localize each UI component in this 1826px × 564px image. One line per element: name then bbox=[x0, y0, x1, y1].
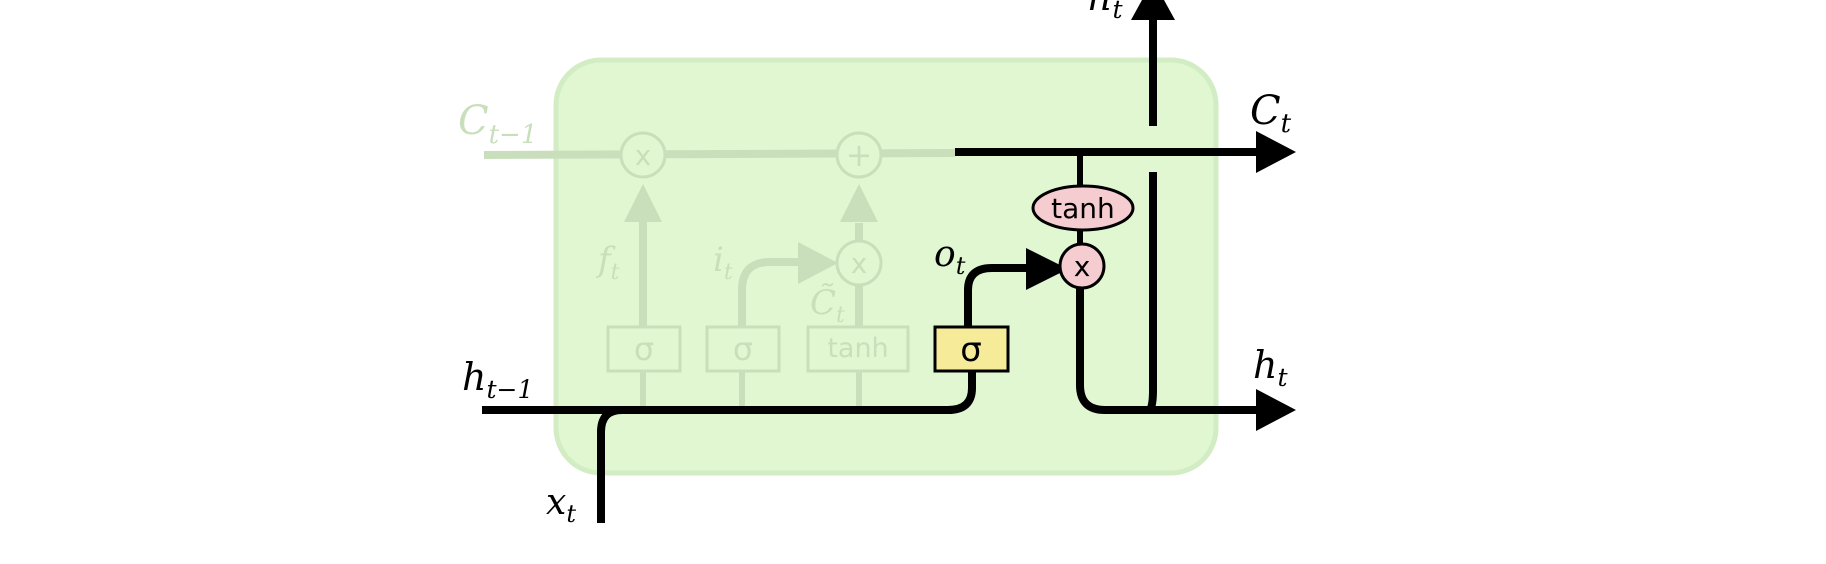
cell-state-line-faded bbox=[483, 149, 956, 159]
input-multiply-op bbox=[835, 239, 883, 287]
h-out-top-label: ht bbox=[1088, 0, 1123, 24]
output-sigma-label: σ bbox=[960, 330, 982, 370]
c-prev-label: Ct−1 bbox=[458, 98, 537, 150]
c-tilde-label: C̃t bbox=[810, 283, 845, 328]
x-input-line bbox=[597, 406, 623, 523]
candidate-tanh-label: tanh bbox=[827, 333, 888, 364]
forget-arrow-head bbox=[624, 184, 662, 222]
forget-multiply-op bbox=[619, 131, 667, 179]
h-out-right-label: ht bbox=[1253, 343, 1288, 392]
c-out-label: Ct bbox=[1250, 88, 1292, 139]
h-top-arrow-head bbox=[1131, 0, 1175, 20]
x-input-label: xt bbox=[546, 482, 576, 528]
forget-sigma-box bbox=[606, 325, 682, 373]
h-prev-label: ht−1 bbox=[462, 355, 533, 404]
c-out-arrow-head bbox=[1256, 131, 1296, 173]
i-gate-label: it bbox=[713, 240, 733, 285]
h-out-line bbox=[1076, 288, 1258, 414]
input-sigma-label: σ bbox=[733, 330, 753, 368]
active-paths bbox=[482, 20, 1258, 523]
o-gate-line bbox=[964, 264, 1030, 326]
output-tanh-label: tanh bbox=[1051, 192, 1115, 225]
candidate-tanh-box bbox=[806, 325, 910, 373]
input-sigma-box bbox=[705, 325, 781, 373]
cell-add-symbol: + bbox=[846, 136, 873, 174]
cell-add-op bbox=[835, 131, 883, 179]
candidate-arrow-head bbox=[840, 184, 878, 222]
forget-sigma-label: σ bbox=[634, 330, 654, 368]
output-multiply-symbol: x bbox=[1074, 250, 1091, 283]
output-tanh-op bbox=[1031, 184, 1135, 232]
o-gate-arrow-head bbox=[1026, 248, 1068, 290]
output-sigma-box bbox=[933, 325, 1010, 373]
output-multiply-op bbox=[1058, 242, 1106, 290]
input-multiply-symbol: x bbox=[851, 247, 868, 280]
h-prev-line bbox=[482, 372, 976, 414]
h-out-arrow-head bbox=[1256, 389, 1296, 431]
input-arrow-head bbox=[798, 242, 838, 284]
o-gate-label: ot bbox=[934, 234, 966, 280]
forget-multiply-symbol: x bbox=[635, 139, 652, 172]
